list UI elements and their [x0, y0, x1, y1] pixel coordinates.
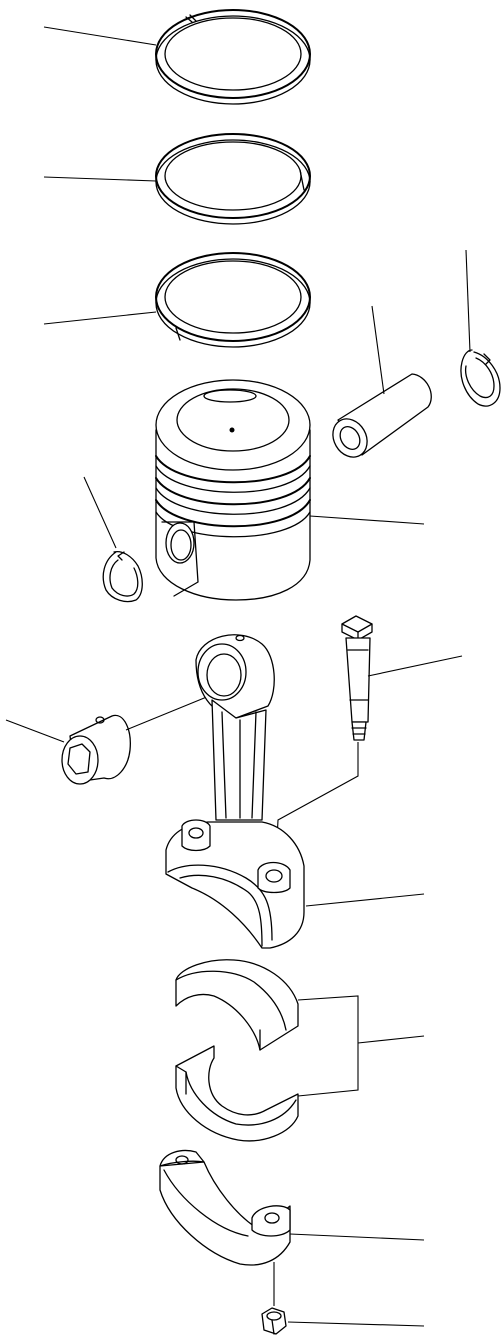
piston-pin — [332, 373, 432, 458]
leader-piston-pin — [371, 305, 385, 395]
leader-oil-ring — [43, 311, 157, 325]
leader-snap-ring-left — [83, 476, 117, 549]
leader-bearing-shells — [297, 995, 359, 1097]
leader-connecting-rod — [305, 893, 425, 907]
lower-bearing-shell — [175, 1045, 299, 1142]
leader-snap-ring-right — [465, 249, 471, 353]
snap-ring-right — [460, 349, 501, 407]
leader-cap-nut — [287, 1321, 425, 1327]
connecting-rod-bolt — [341, 615, 373, 741]
leader-connecting-rod-bolt — [367, 655, 463, 677]
leader-top-piston-ring — [43, 26, 157, 46]
leader-second-piston-ring — [43, 176, 157, 182]
second-piston-ring — [155, 133, 311, 225]
small-end-bushing — [61, 714, 131, 785]
cap-nut — [261, 1307, 287, 1335]
snap-ring-left — [102, 550, 143, 603]
connecting-rod-cap — [159, 1149, 291, 1266]
connecting-rod — [165, 634, 305, 949]
leader-connecting-rod-cap — [289, 1233, 425, 1241]
leader-small-end-bushing — [5, 719, 65, 743]
upper-bearing-shell — [175, 959, 299, 1051]
leader-piston — [309, 515, 425, 525]
piston — [155, 379, 311, 601]
leader-bearing-shells-main — [357, 1035, 425, 1044]
oil-ring — [155, 252, 311, 348]
bushing-alignment-line — [125, 693, 215, 731]
top-piston-ring — [155, 9, 311, 105]
